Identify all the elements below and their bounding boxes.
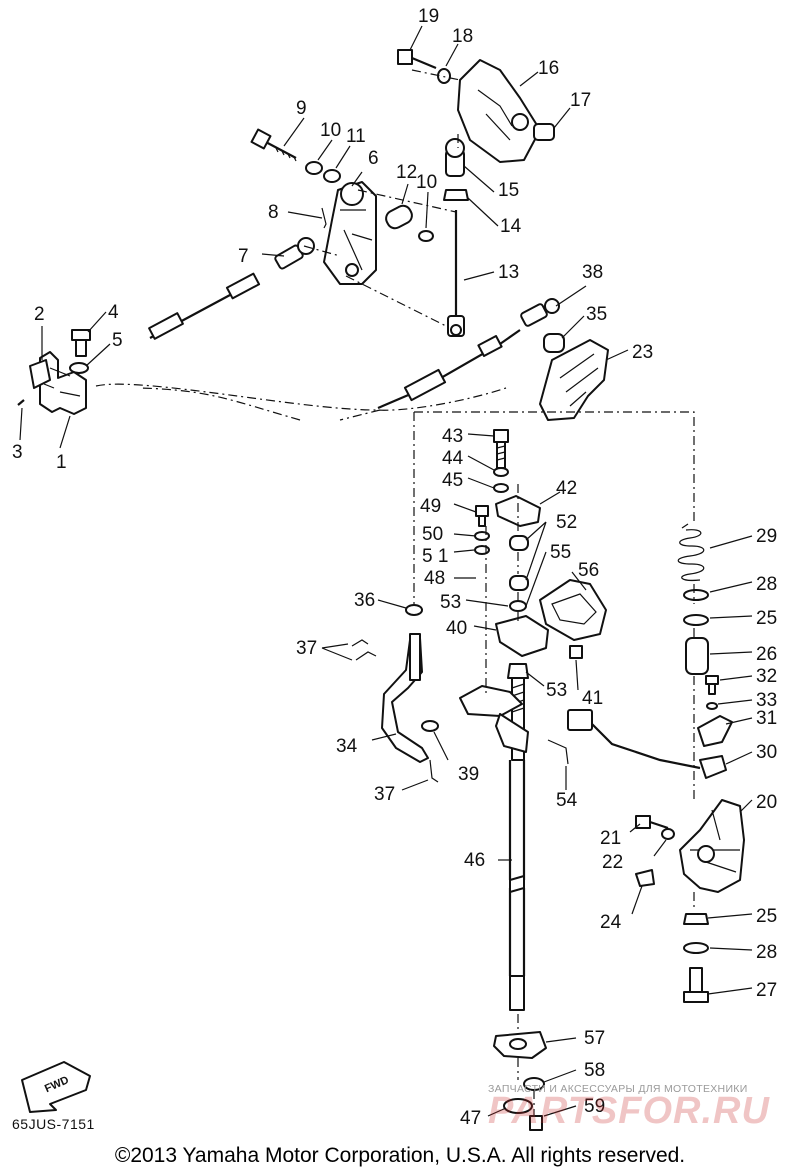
bracket-part-16: [457, 59, 541, 163]
callout-20: 20: [756, 792, 777, 813]
callout-16: 16: [538, 58, 559, 79]
callout-4: 4: [108, 302, 119, 323]
callout-23: 23: [632, 342, 653, 363]
callout-numbers: 1 2 3 4 5 6 7 8 9 10 10 11 12 13 14 15 1…: [12, 6, 777, 1129]
callout-1: 1: [56, 452, 67, 473]
callout-5: 5: [112, 330, 123, 351]
callout-36: 36: [354, 590, 375, 611]
callout-8: 8: [268, 202, 279, 223]
callout-11: 11: [346, 126, 366, 147]
callout-25-b: 25: [756, 906, 777, 927]
callout-51: 5 1: [422, 546, 448, 567]
callout-40: 40: [446, 618, 467, 639]
bracket-part-1: [39, 351, 87, 415]
callout-25-a: 25: [756, 608, 777, 629]
callout-32: 32: [756, 666, 777, 687]
callout-53-a: 53: [440, 592, 461, 613]
callout-55: 55: [550, 542, 571, 563]
callout-7: 7: [238, 246, 249, 267]
watermark-tagline: ЗАПЧАСТИ И АКСЕССУАРЫ ДЛЯ МОТОТЕХНИКИ: [488, 1083, 748, 1095]
watermark-logo: PARTSFOR.RU: [488, 1090, 770, 1132]
callout-35: 35: [586, 304, 607, 325]
housing-part-20: [679, 799, 745, 893]
callout-24: 24: [600, 912, 622, 933]
callout-38: 38: [582, 262, 603, 283]
callout-46: 46: [464, 850, 485, 871]
center-lines: [95, 69, 695, 1116]
callout-53-b: 53: [546, 680, 567, 701]
callout-42: 42: [556, 478, 577, 499]
callout-22: 22: [602, 852, 623, 873]
shift-rod-part-46: [508, 760, 526, 976]
callout-54: 54: [556, 790, 578, 811]
callout-48: 48: [424, 568, 445, 589]
callout-58: 58: [584, 1060, 605, 1081]
diagram-reference-code: 65JUS-7151: [12, 1116, 95, 1132]
fwd-direction-arrow: FWD: [21, 1061, 91, 1113]
callout-14: 14: [500, 216, 522, 237]
callout-49: 49: [420, 496, 441, 517]
callout-10-a: 10: [320, 120, 341, 141]
callout-13: 13: [498, 262, 519, 283]
arm-part-34: [381, 637, 429, 763]
part-drawings: [17, 49, 745, 1131]
callout-41: 41: [582, 688, 603, 709]
callout-30: 30: [756, 742, 777, 763]
callout-31: 31: [756, 708, 777, 729]
callout-44: 44: [442, 448, 464, 469]
callout-12: 12: [396, 162, 417, 183]
callout-9: 9: [296, 98, 307, 119]
callout-21: 21: [600, 828, 621, 849]
callout-27: 27: [756, 980, 777, 1001]
callout-28-b: 28: [756, 942, 777, 963]
callout-2: 2: [34, 304, 45, 325]
callout-6: 6: [368, 148, 379, 169]
copyright-notice: ©2013 Yamaha Motor Corporation, U.S.A. A…: [114, 1144, 686, 1167]
callout-34: 34: [336, 736, 358, 757]
callout-26: 26: [756, 644, 777, 665]
cam-part-23: [539, 339, 609, 421]
callout-57: 57: [584, 1028, 605, 1049]
callout-37-a: 37: [296, 638, 317, 659]
callout-18: 18: [452, 26, 473, 47]
callout-37-b: 37: [374, 784, 395, 805]
callout-56: 56: [578, 560, 599, 581]
callout-17: 17: [570, 90, 591, 111]
clip-part-2: [29, 359, 51, 389]
callout-15: 15: [498, 180, 519, 201]
callout-33: 33: [756, 690, 777, 711]
damper-part-56: [539, 579, 607, 641]
callout-52: 52: [556, 512, 577, 533]
spring-part-29: [677, 523, 705, 581]
callout-10-b: 10: [416, 172, 437, 193]
callout-39: 39: [458, 764, 479, 785]
leader-lines: [19, 25, 753, 1117]
callout-3: 3: [12, 442, 23, 463]
link-part-6: [323, 181, 377, 285]
callout-43: 43: [442, 426, 463, 447]
callout-47: 47: [460, 1108, 481, 1129]
callout-29: 29: [756, 526, 777, 547]
callout-19: 19: [418, 6, 439, 27]
callout-28-a: 28: [756, 574, 777, 595]
callout-45: 45: [442, 470, 463, 491]
callout-59: 59: [584, 1096, 605, 1117]
callout-50: 50: [422, 524, 443, 545]
